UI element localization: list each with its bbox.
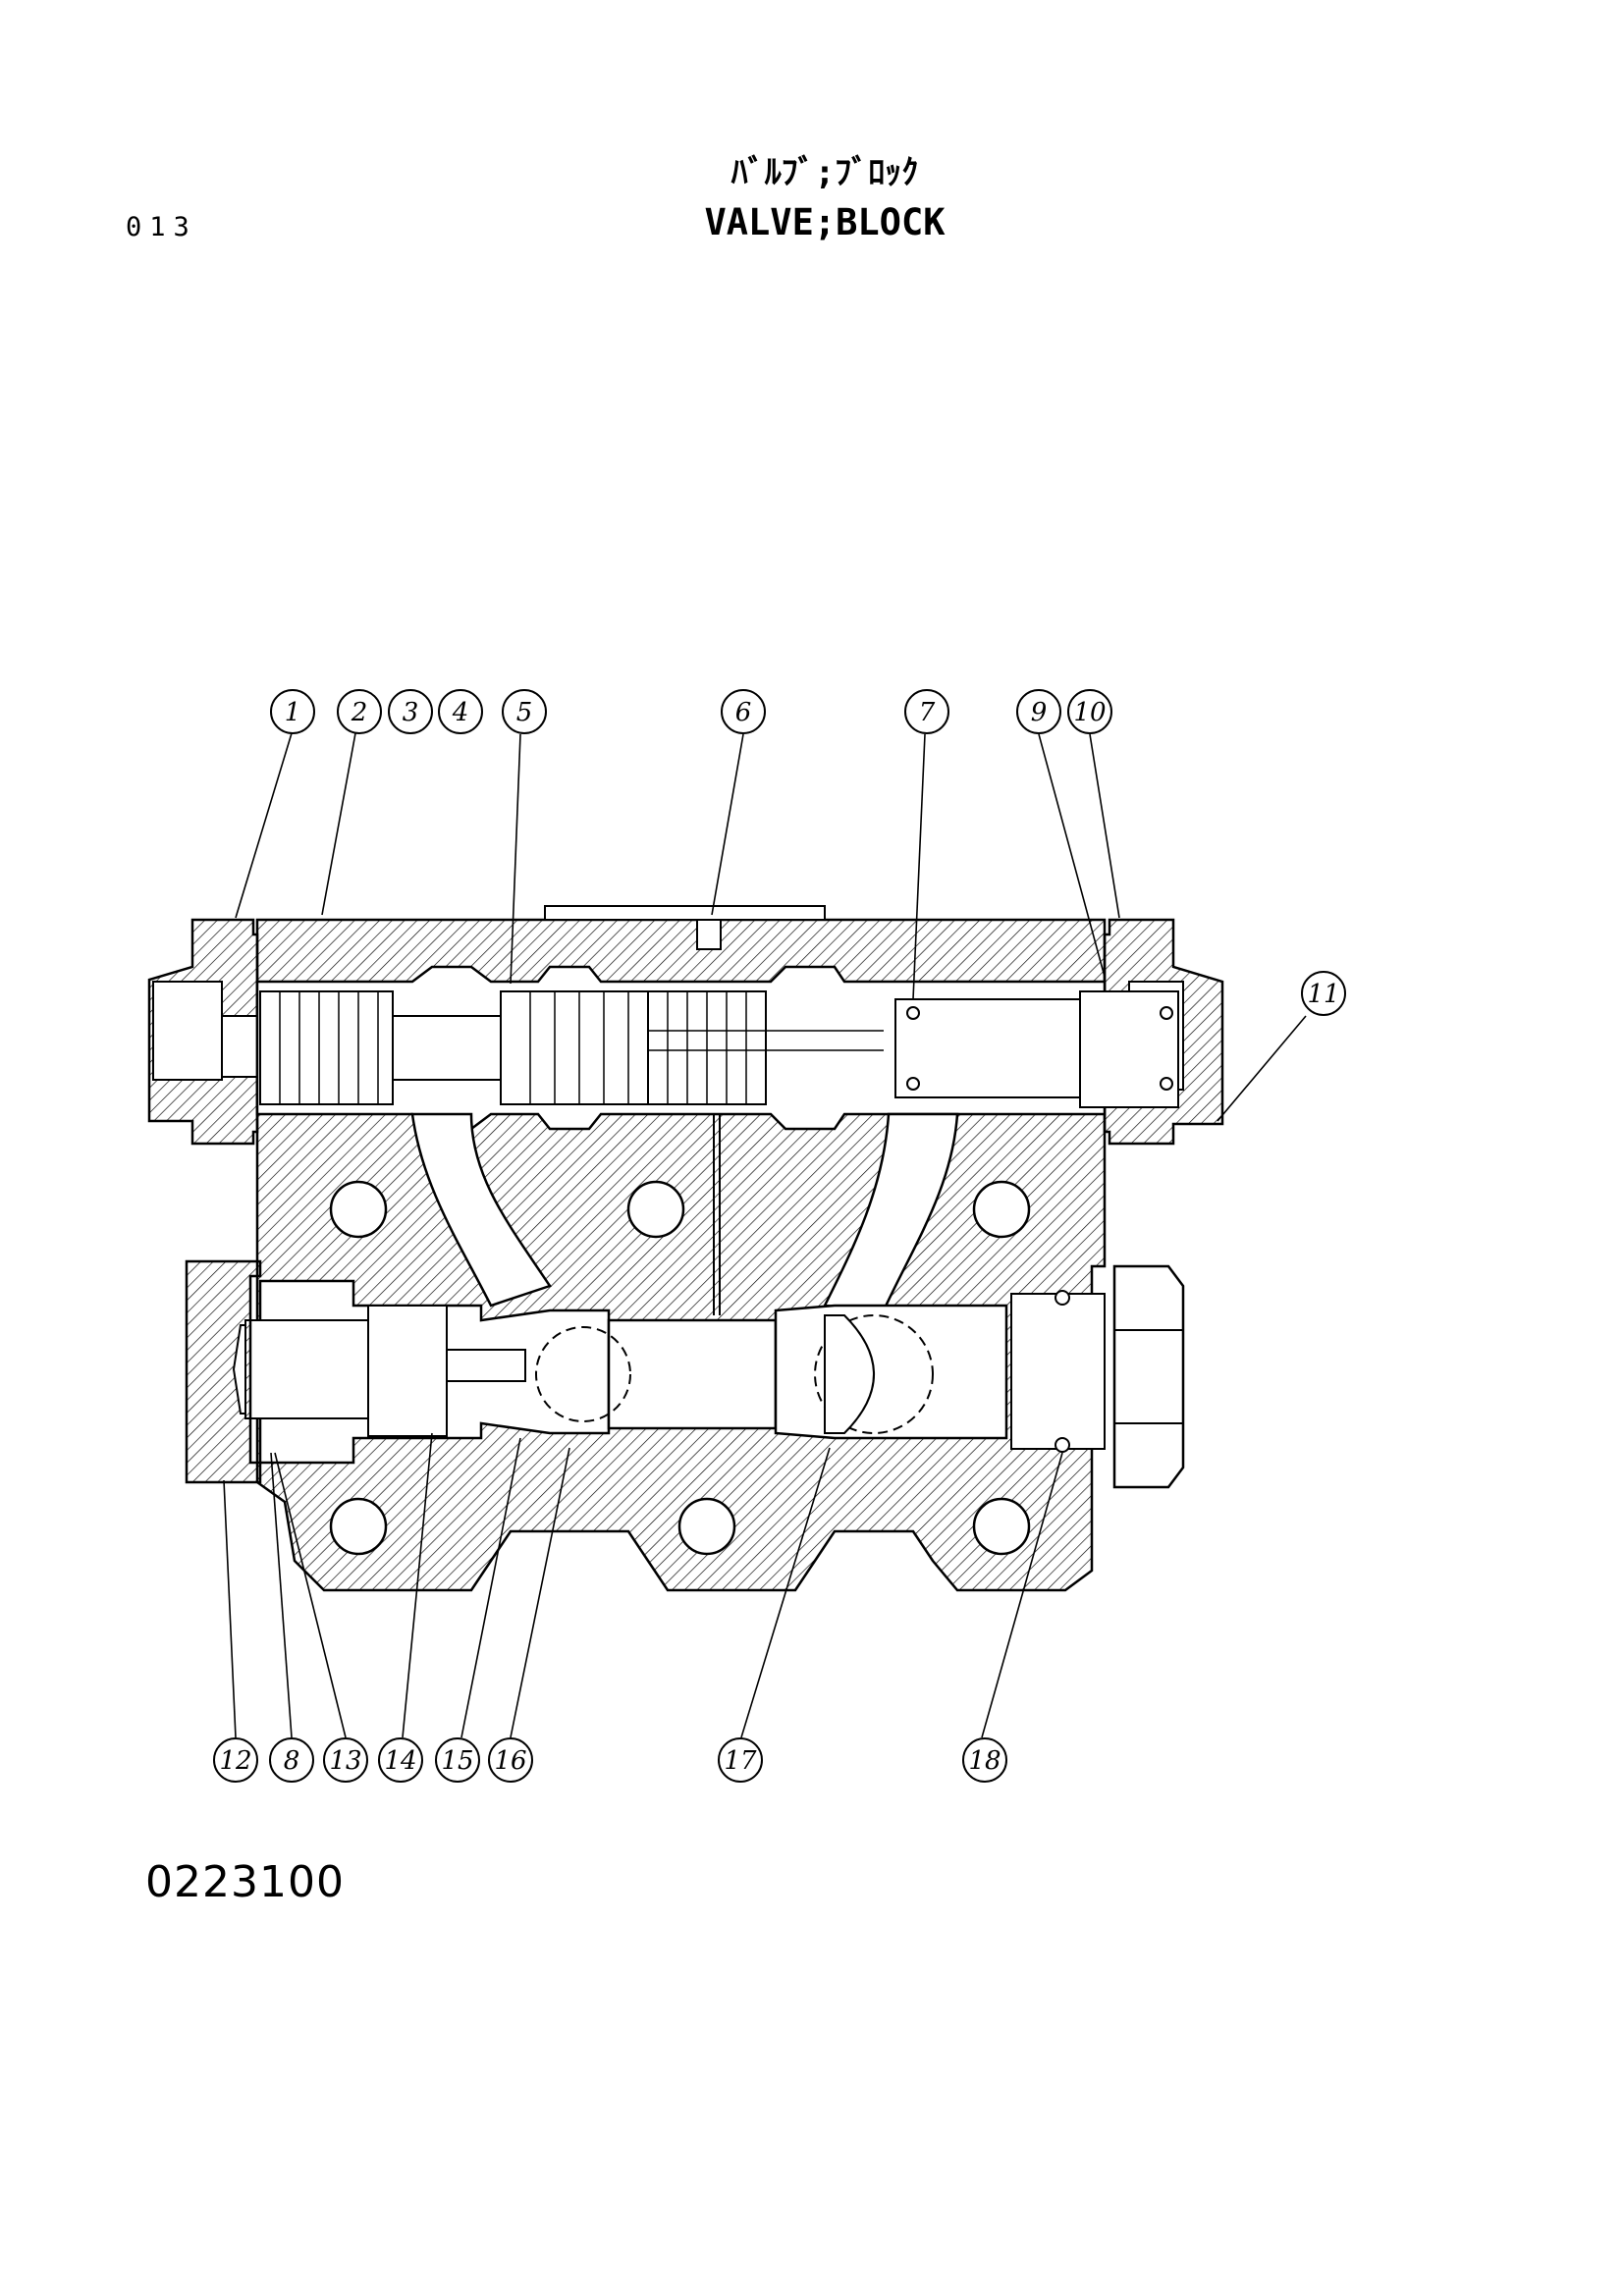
- upper-spool: [259, 990, 884, 1105]
- top-plug: [544, 905, 826, 950]
- callout-12: 12: [219, 1746, 251, 1776]
- title-english: VALVE;BLOCK: [704, 201, 946, 243]
- callout-11: 11: [1307, 980, 1339, 1009]
- callout-14: 14: [384, 1746, 416, 1776]
- callout-3: 3: [403, 698, 419, 727]
- leader-lines: [223, 732, 1307, 1738]
- callout-6: 6: [735, 698, 752, 727]
- title-japanese: ﾊﾞﾙﾌﾞ;ﾌﾞﾛｯｸ: [730, 153, 919, 192]
- callout-13: 13: [329, 1746, 361, 1776]
- callout-15: 15: [441, 1746, 473, 1776]
- drawing-number: 0223100: [145, 1857, 345, 1907]
- callout-8: 8: [284, 1746, 300, 1776]
- callout-5: 5: [516, 698, 533, 727]
- callout-7: 7: [919, 698, 936, 727]
- callouts-right: 11: [1301, 971, 1346, 1016]
- callouts-top: 1 2 3 4 5 6 7 9 10: [270, 689, 1112, 734]
- page-number: 013: [126, 212, 197, 242]
- callout-2: 2: [351, 698, 368, 727]
- lower-right-plug: [1112, 1264, 1185, 1489]
- valve-body: [244, 918, 1179, 1592]
- spring-chamber: [894, 990, 1179, 1108]
- callouts-bottom: 12 8 13 14 15 16 17 18: [213, 1737, 1007, 1783]
- callout-17: 17: [724, 1746, 757, 1776]
- callout-9: 9: [1031, 698, 1048, 727]
- callout-4: 4: [452, 698, 469, 727]
- left-end-cap: [147, 918, 260, 1146]
- callout-18: 18: [968, 1746, 1001, 1776]
- callout-1: 1: [285, 698, 301, 727]
- lower-left-cover: [185, 1259, 262, 1484]
- callout-10: 10: [1073, 698, 1106, 727]
- callout-16: 16: [494, 1746, 526, 1776]
